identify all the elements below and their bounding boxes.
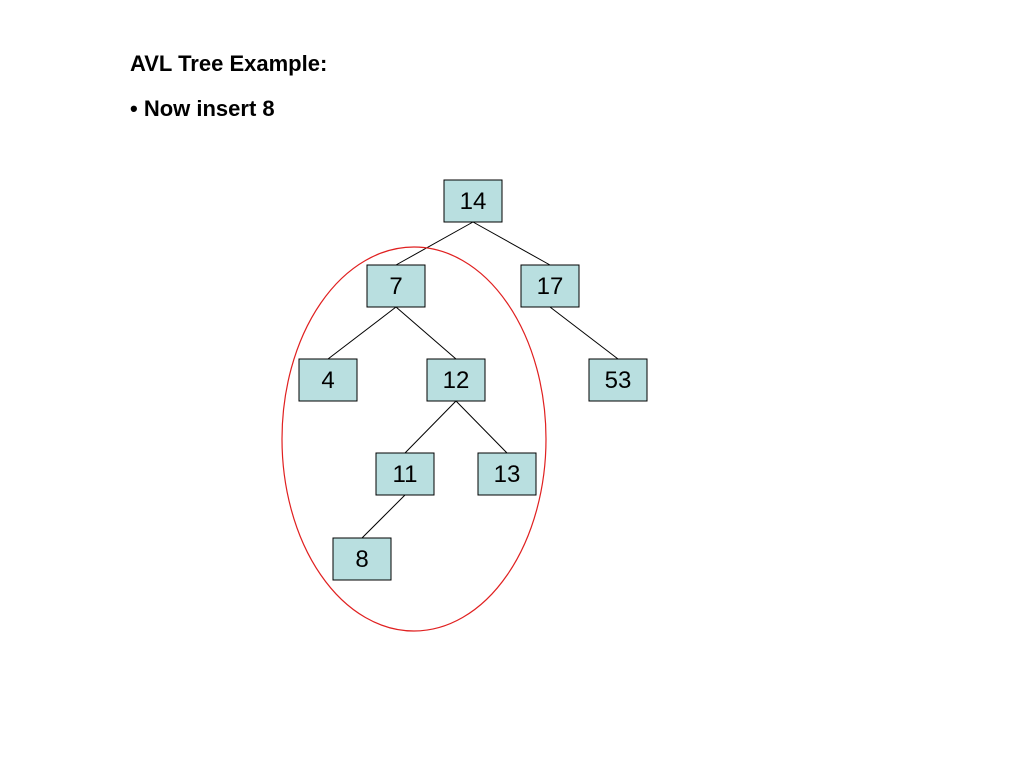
tree-node-12: 12 — [426, 358, 486, 402]
tree-edge-n14-n7 — [395, 221, 474, 266]
slide-title: AVL Tree Example: — [130, 51, 328, 76]
tree-edge-n11-n8 — [361, 494, 406, 539]
bullet-list: • Now insert 8 — [130, 96, 275, 122]
tree-node-53: 53 — [588, 358, 648, 402]
tree-node-box — [375, 452, 435, 496]
tree-nodes: 14 7 17 4 12 53 11 13 8 — [298, 179, 648, 581]
tree-node-14: 14 — [443, 179, 503, 223]
tree-node-17: 17 — [520, 264, 580, 308]
tree-node-box — [366, 264, 426, 308]
tree-node-box — [298, 358, 358, 402]
bullet-item: • Now insert 8 — [130, 96, 275, 121]
tree-node-label: 11 — [393, 461, 418, 488]
tree-node-label: 12 — [443, 367, 470, 394]
tree-node-11: 11 — [375, 452, 435, 496]
tree-node-label: 14 — [460, 188, 487, 215]
tree-edge-n7-n12 — [395, 306, 457, 360]
tree-node-7: 7 — [366, 264, 426, 308]
tree-edge-n12-n11 — [404, 400, 457, 454]
tree-node-13: 13 — [477, 452, 537, 496]
tree-node-box — [332, 537, 392, 581]
tree-node-box — [477, 452, 537, 496]
tree-node-label: 13 — [494, 461, 521, 488]
subtree-highlight-ellipse — [281, 246, 547, 632]
tree-node-box — [426, 358, 486, 402]
tree-node-label: 8 — [355, 546, 368, 573]
tree-edge-n17-n53 — [549, 306, 619, 360]
tree-edges — [327, 221, 619, 539]
tree-node-box — [588, 358, 648, 402]
tree-node-box — [520, 264, 580, 308]
tree-edge-n14-n17 — [472, 221, 551, 266]
tree-node-8: 8 — [332, 537, 392, 581]
tree-node-4: 4 — [298, 358, 358, 402]
tree-node-box — [443, 179, 503, 223]
tree-node-label: 17 — [537, 273, 564, 300]
tree-node-label: 53 — [605, 367, 632, 394]
tree-edge-n7-n4 — [327, 306, 397, 360]
tree-edge-n12-n13 — [455, 400, 508, 454]
tree-node-label: 7 — [389, 273, 402, 300]
tree-node-label: 4 — [321, 367, 334, 394]
